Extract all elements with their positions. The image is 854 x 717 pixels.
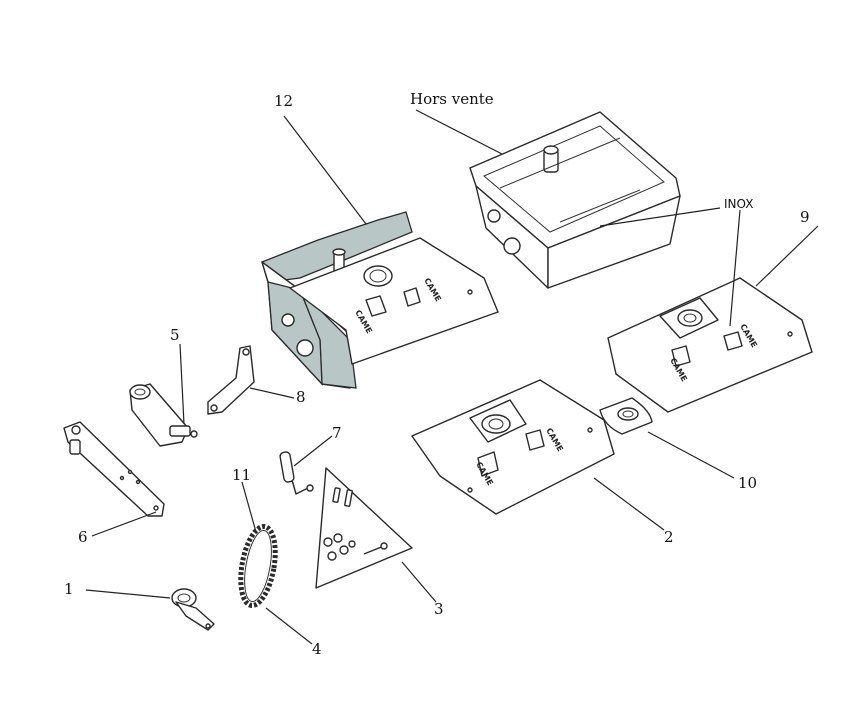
callout-12: 12 <box>274 92 293 110</box>
callout-6: 6 <box>78 528 88 546</box>
part-1-clamp <box>171 588 215 631</box>
leader-lines <box>85 109 819 645</box>
callout-1: 1 <box>64 580 74 598</box>
callout-9: 9 <box>800 208 810 226</box>
hors-vente-stainless-box <box>469 111 681 289</box>
callout-inox: INOX <box>724 197 753 211</box>
callout-hors-vente: Hors vente <box>410 90 494 108</box>
part-2-cover-plate: CAME CAME <box>411 379 615 515</box>
part-12-foundation-box-grey <box>261 211 413 389</box>
callout-10: 10 <box>738 474 757 492</box>
part-7-release-key <box>279 451 314 495</box>
callout-8: 8 <box>296 388 306 406</box>
callout-2: 2 <box>664 528 674 546</box>
part-6-long-arm <box>63 421 165 517</box>
part-12-cover-plate: CAME CAME <box>289 237 499 365</box>
callout-3: 3 <box>434 600 444 618</box>
part-9-inox-cover-plate: CAME CAME <box>607 277 813 413</box>
part-3-hardware-kit <box>315 467 413 589</box>
part-10-small-plate <box>599 397 653 435</box>
part-8-bent-bracket <box>207 345 255 415</box>
callout-4: 4 <box>312 640 322 658</box>
callout-7: 7 <box>332 424 342 442</box>
part-4-chain-loop <box>238 524 278 608</box>
part-5-lever <box>129 383 198 447</box>
callout-5: 5 <box>170 326 180 344</box>
callout-labels: 1 2 3 4 5 6 7 8 9 10 11 12 Hors vente IN… <box>64 90 810 658</box>
callout-11: 11 <box>232 466 251 484</box>
